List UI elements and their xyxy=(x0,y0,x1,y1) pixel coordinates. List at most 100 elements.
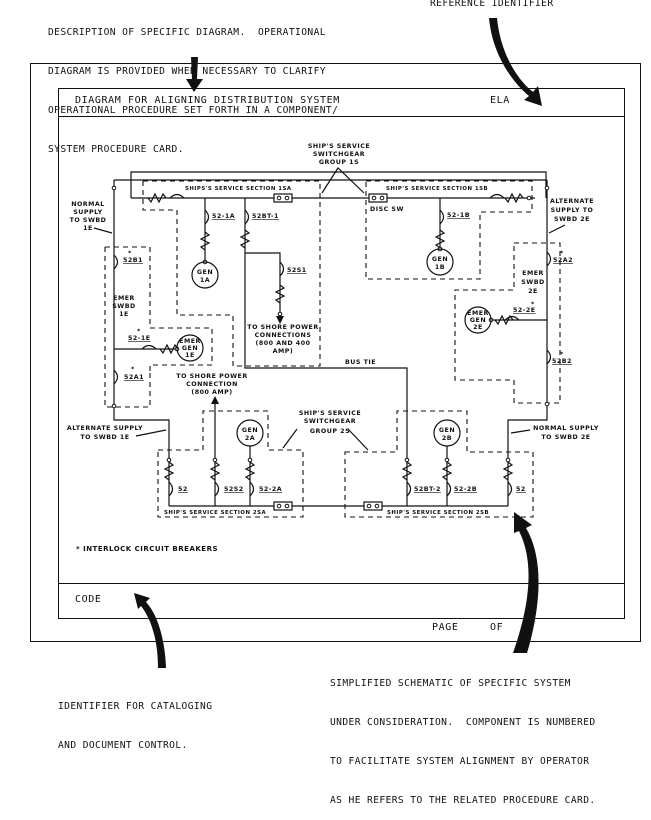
gen-label: EMER xyxy=(179,338,201,345)
emer-swbd-1e-enclosure xyxy=(104,246,213,408)
gen-2b: GEN 2B xyxy=(433,419,461,447)
shore-power-1-label: TO SHORE POWER CONNECTIONS (800 AND 400 … xyxy=(247,324,318,355)
terminal-icon xyxy=(277,311,283,317)
gen-label: 2B xyxy=(442,435,452,442)
resistor-icon xyxy=(159,343,179,355)
gen-label: GEN xyxy=(197,269,213,276)
interlock-mark: * xyxy=(131,366,135,373)
breaker-icon xyxy=(279,261,285,277)
breaker-icon xyxy=(113,369,119,385)
breaker-label-52a1: 52A1 xyxy=(124,374,144,381)
label-line: SWBD xyxy=(521,279,545,286)
label-line: GROUP 2S xyxy=(310,428,350,435)
section-2sa-label: SHIP'S SERVICE SECTION 2SA xyxy=(164,510,266,516)
resistor-icon xyxy=(502,461,514,481)
arrow-to-title xyxy=(186,57,203,92)
normal-supply-1e-label: NORMAL SUPPLY TO SWBD 1E xyxy=(70,201,113,234)
disconnect-switch-icon xyxy=(368,193,388,203)
resistor-icon xyxy=(504,192,524,204)
terminal-icon xyxy=(276,503,282,509)
emer-swbd-1e-label: EMER SWBD 1E xyxy=(112,295,135,318)
label-line: 1E xyxy=(83,225,93,232)
card-outer-frame xyxy=(30,63,641,642)
label-line: 1E xyxy=(119,311,129,318)
gen-label: 1A xyxy=(200,277,210,284)
annotation-line: TO FACILITATE SYSTEM ALIGNMENT BY OPERAT… xyxy=(330,756,590,767)
annotation-line: IDENTIFIER FOR CATALOGING xyxy=(58,701,213,712)
terminal-icon xyxy=(166,457,172,463)
breaker-icon xyxy=(546,251,552,267)
gen-label: 1E xyxy=(185,352,195,359)
label-line: TO SHORE POWER xyxy=(176,373,247,380)
label-line: SHIP'S SERVICE xyxy=(299,410,361,417)
label-line: SWITCHGEAR xyxy=(313,151,365,158)
breaker-label-52-2e: 52-2E xyxy=(513,307,536,314)
breaker-icon xyxy=(406,481,412,497)
breaker-icon xyxy=(249,481,255,497)
gen-label: 2E xyxy=(473,324,483,331)
section-1sb-enclosure xyxy=(365,180,533,280)
breaker-icon xyxy=(214,481,220,497)
annotation-line: OPERATIONAL PROCEDURE SET FORTH IN A COM… xyxy=(48,105,339,116)
breaker-icon xyxy=(169,193,185,199)
resistor-icon xyxy=(494,314,514,326)
shore-power-2-label: TO SHORE POWER CONNECTION (800 AMP) xyxy=(176,373,247,396)
breaker-icon xyxy=(446,481,452,497)
annotation-code-identifier: IDENTIFIER FOR CATALOGING AND DOCUMENT C… xyxy=(58,674,212,765)
annotation-line: SYSTEM PROCEDURE CARD. xyxy=(48,144,184,155)
top-loop-line xyxy=(130,171,547,198)
breaker-icon xyxy=(439,209,445,225)
label-line: TO SWBD 1E xyxy=(80,434,129,441)
annotation-line: DIAGRAM IS PROVIDED WHEN NECESSARY TO CL… xyxy=(48,66,326,77)
group-1s-label: SHIP'S SERVICE SWITCHGEAR GROUP 1S xyxy=(308,143,370,194)
gen-label: 2A xyxy=(245,435,255,442)
arrow-to-reference xyxy=(489,18,542,106)
interlock-mark: * xyxy=(560,250,564,257)
interlock-mark: * xyxy=(128,250,132,257)
emer-swbd-2e-label: EMER SWBD 2E xyxy=(521,270,545,295)
terminal-icon xyxy=(284,503,290,509)
resistor-icon xyxy=(401,461,413,481)
terminal-icon xyxy=(371,195,377,201)
resistor-icon xyxy=(441,461,453,481)
reference-identifier: ELA xyxy=(490,95,510,106)
breaker-icon xyxy=(504,315,520,321)
arrow-to-schematic xyxy=(513,512,539,653)
annotation-line: SIMPLIFIED SCHEMATIC OF SPECIFIC SYSTEM xyxy=(330,678,571,689)
gen-label: GEN xyxy=(242,427,258,434)
label-line: TO SWBD xyxy=(70,217,107,224)
label-line: (800 AND 400 xyxy=(256,340,311,347)
section-2sb-enclosure xyxy=(344,410,534,518)
label-line: ALTERNATE SUPPLY xyxy=(67,425,143,432)
annotation-reference-identifier: REFERENCE IDENTIFIER xyxy=(430,0,554,9)
breaker-icon xyxy=(141,344,157,350)
terminal-icon xyxy=(111,185,117,191)
section-2sb-label: SHIP'S SERVICE SECTION 2SB xyxy=(387,510,489,516)
interlock-mark: * xyxy=(560,351,564,358)
breaker-label-52-2a: 52-2A xyxy=(259,486,282,493)
breaker-label-52a2: 52A2 xyxy=(553,257,573,264)
label-line: (800 AMP) xyxy=(191,389,232,396)
breaker-label-52-1a: 52-1A xyxy=(212,213,235,220)
label-line: EMER xyxy=(522,270,544,277)
breaker-icon xyxy=(244,209,250,225)
label-line: TO SHORE POWER xyxy=(247,324,318,331)
disconnect-switch-icon xyxy=(273,501,293,511)
breaker-label-52s1: 52S1 xyxy=(287,267,307,274)
breaker-label-52s2: 52S2 xyxy=(224,486,244,493)
breaker-label-52b1: 52B1 xyxy=(123,257,143,264)
section-1sb-label: SHIP'S SERVICE SECTION 1SB xyxy=(386,186,488,192)
label-line: AMP) xyxy=(273,348,294,355)
breaker-label-52-1e: 52-1E xyxy=(128,335,151,342)
shore-1-feeder xyxy=(245,252,281,318)
shore-1-arrowhead xyxy=(276,316,284,324)
resistor-icon xyxy=(163,461,175,481)
arrow-to-code xyxy=(134,593,166,668)
gen-2a: GEN 2A xyxy=(236,419,264,447)
annotation-diagram-description: DESCRIPTION OF SPECIFIC DIAGRAM. OPERATI… xyxy=(48,0,338,169)
annotation-line: AS HE REFERS TO THE RELATED PROCEDURE CA… xyxy=(330,795,596,806)
resistor-icon xyxy=(199,231,211,251)
bus-tie-line xyxy=(244,198,408,506)
annotation-schematic-description: SIMPLIFIED SCHEMATIC OF SPECIFIC SYSTEM … xyxy=(330,651,596,820)
of-label: OF xyxy=(490,622,504,633)
